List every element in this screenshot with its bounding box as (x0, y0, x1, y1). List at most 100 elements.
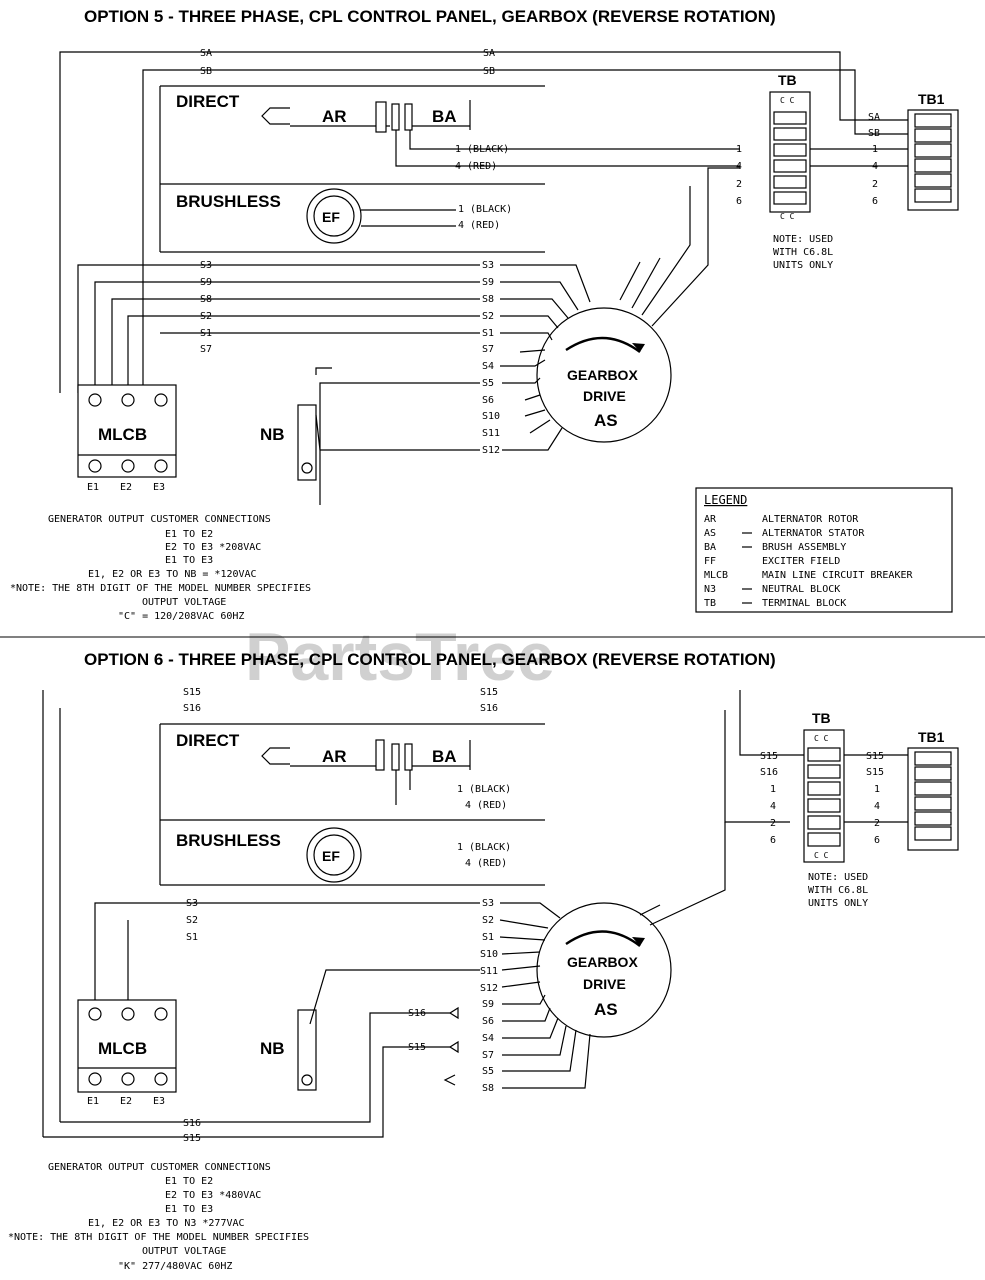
tb-label-6: TB (812, 710, 831, 726)
note6-3: E1 TO E3 (165, 1204, 213, 1215)
svg-text:S4: S4 (482, 1033, 494, 1044)
tb-cc-top: C C (780, 96, 795, 105)
wire-sa (59, 51, 915, 393)
left6-s2: S2 (186, 915, 198, 926)
direct-label: DIRECT (176, 92, 240, 111)
top-s16-mid: S16 (480, 703, 498, 714)
note5-2: E2 TO E3 *208VAC (165, 542, 261, 553)
note5-4: E1, E2 OR E3 TO NB = *120VAC (88, 569, 257, 580)
note6-4: E1, E2 OR E3 TO N3 *277VAC (88, 1218, 245, 1229)
tb1-label-6: TB1 (918, 729, 945, 745)
tb1-terminals (914, 113, 952, 203)
svg-text:S8: S8 (482, 1083, 494, 1094)
tb1-6-right-labels: S15 S15 1 4 2 6 (866, 751, 884, 846)
svg-text:NEUTRAL BLOCK: NEUTRAL BLOCK (762, 584, 840, 595)
svg-text:S11: S11 (480, 966, 498, 977)
tb1-sb: SB (868, 128, 880, 139)
tb1-6: 6 (872, 196, 878, 207)
drive-label-6: DRIVE (583, 976, 626, 992)
left-s9: S9 (200, 277, 212, 288)
svg-text:S7: S7 (482, 1050, 494, 1061)
mlcb-label-6: MLCB (98, 1039, 147, 1058)
red2-label-6: 4 (RED) (465, 858, 507, 869)
svg-text:MLCB: MLCB (704, 570, 728, 581)
tb-left-1: 1 (736, 144, 742, 155)
tb1-label: TB1 (918, 91, 945, 107)
brushless-label: BRUSHLESS (176, 192, 281, 211)
mid-s16: S16 (408, 1008, 426, 1019)
mid-s15: S15 (408, 1042, 426, 1053)
svg-text:S10: S10 (480, 949, 498, 960)
tb6-left-labels: S15 S16 1 4 2 6 (760, 751, 778, 846)
svg-text:BRUSH ASSEMBLY: BRUSH ASSEMBLY (762, 542, 846, 553)
svg-text:S8: S8 (482, 294, 494, 305)
ef-outer (306, 188, 362, 244)
tb1-terminals-6 (914, 751, 952, 841)
ef-label-6: EF (322, 848, 340, 864)
e2-6: E2 (120, 1096, 132, 1107)
legend-title: LEGEND (704, 493, 747, 507)
black-label-ef: 1 (BLACK) (458, 204, 512, 215)
note5-0: GENERATOR OUTPUT CUSTOMER CONNECTIONS (48, 514, 271, 525)
wire-1-black (409, 130, 740, 150)
svg-text:S5: S5 (482, 1066, 494, 1077)
tb6-cc-bottom: C C (814, 851, 829, 860)
ba-label-6: BA (432, 747, 457, 766)
svg-text:S1: S1 (482, 932, 494, 943)
brushless-label-6: BRUSHLESS (176, 831, 281, 850)
svg-text:S1: S1 (482, 328, 494, 339)
as-label-6: AS (594, 1000, 618, 1019)
tb1-1: 1 (872, 144, 878, 155)
tb6-note-2: WITH C6.8L (808, 885, 868, 896)
gearbox-drive (536, 307, 672, 443)
svg-text:AS: AS (704, 528, 716, 539)
tb-note-3: UNITS ONLY (773, 260, 833, 271)
ef-label: EF (322, 209, 340, 225)
watermark: PartsTree (245, 619, 555, 695)
e3: E3 (153, 482, 165, 493)
svg-text:FF: FF (704, 556, 716, 567)
note6-1: E1 TO E2 (165, 1176, 213, 1187)
svg-text:BA: BA (704, 542, 716, 553)
top-s15-left: S15 (183, 687, 201, 698)
left-s1: S1 (200, 328, 212, 339)
tb-cc-bottom: C C (780, 212, 795, 221)
tb1-2: 2 (872, 179, 878, 190)
tb-label: TB (778, 72, 797, 88)
svg-text:S12: S12 (482, 445, 500, 456)
tb-terminals-6 (807, 747, 841, 847)
note5-5: *NOTE: THE 8TH DIGIT OF THE MODEL NUMBER… (10, 583, 311, 594)
top-s16-left: S16 (183, 703, 201, 714)
svg-text:S6: S6 (482, 395, 494, 406)
note6-2: E2 TO E3 *480VAC (165, 1190, 261, 1201)
svg-text:S4: S4 (482, 361, 494, 372)
svg-text:S15: S15 (866, 767, 884, 778)
tb-left-6: 6 (736, 196, 742, 207)
nb-block-6 (297, 1009, 317, 1091)
svg-text:TB: TB (704, 598, 716, 609)
note5-1: E1 TO E2 (165, 529, 213, 540)
bottom-s16: S16 (183, 1118, 201, 1129)
bottom-s15: S15 (183, 1133, 201, 1144)
svg-text:4: 4 (770, 801, 776, 812)
nb-label-6: NB (260, 1039, 285, 1058)
wire-4-red (395, 130, 740, 167)
svg-text:2: 2 (770, 818, 776, 829)
tb-terminals (773, 111, 807, 205)
ar-brush-symbol (261, 107, 290, 125)
gearbox-leads-6: S3 S2 S1 S10 S11 S12 S9 S6 S4 S7 S5 S8 (480, 898, 498, 1094)
svg-text:ALTERNATOR ROTOR: ALTERNATOR ROTOR (762, 514, 859, 525)
mlcb-label: MLCB (98, 425, 147, 444)
svg-text:S15: S15 (866, 751, 884, 762)
left-s3: S3 (200, 260, 212, 271)
tb6-note-3: UNITS ONLY (808, 898, 868, 909)
svg-text:S16: S16 (760, 767, 778, 778)
ar-label-6: AR (322, 747, 347, 766)
ef-inner (313, 195, 355, 237)
nb-label: NB (260, 425, 285, 444)
left-s7: S7 (200, 344, 212, 355)
label-sa-left: SA (200, 48, 212, 59)
wire-sb (142, 69, 915, 393)
